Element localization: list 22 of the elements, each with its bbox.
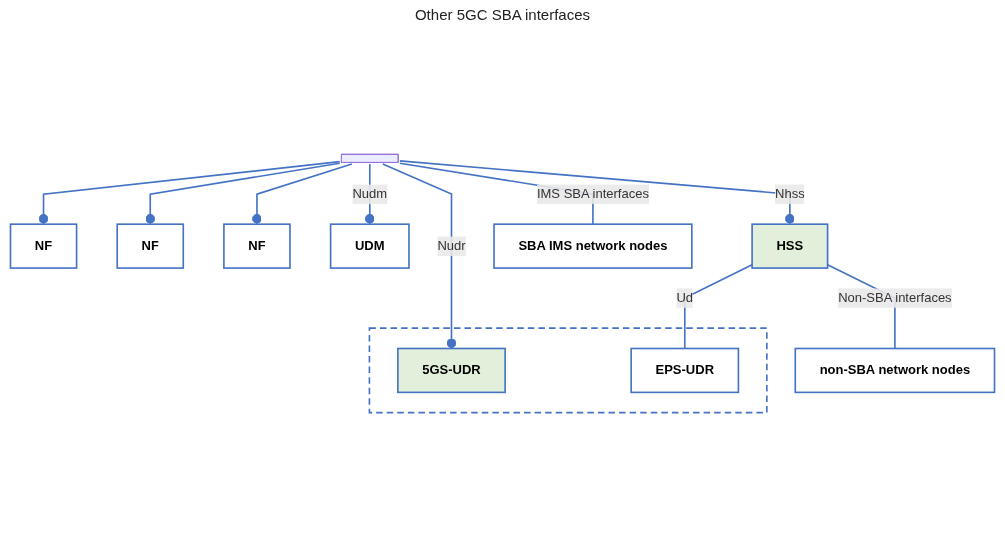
node-box: EPS-UDR xyxy=(630,347,740,394)
node-box: non-SBA network nodes xyxy=(794,347,996,394)
node-box: SBA IMS network nodes xyxy=(493,223,693,269)
node-box: HSS xyxy=(751,223,829,269)
edge-label: Nudr xyxy=(437,238,466,253)
node-box: NF xyxy=(9,223,78,269)
node-box: NF xyxy=(223,223,291,269)
connector xyxy=(252,163,353,225)
edge-label: Non-SBA interfaces xyxy=(838,290,952,305)
node-box: UDM xyxy=(329,223,410,269)
edge-label: Nhss xyxy=(775,186,805,201)
edge-label: Ud xyxy=(676,290,694,305)
edge-label: Nudm xyxy=(352,186,388,201)
connector xyxy=(38,160,341,225)
edge-label: IMS SBA interfaces xyxy=(536,186,649,201)
connector xyxy=(683,264,753,350)
node-box: 5GS-UDR xyxy=(397,347,506,394)
interface-label: Other 5GC SBA interfaces xyxy=(414,6,591,23)
connector xyxy=(382,163,457,350)
connector xyxy=(145,162,341,225)
node-box: NF xyxy=(116,223,185,269)
cluster xyxy=(368,327,768,414)
